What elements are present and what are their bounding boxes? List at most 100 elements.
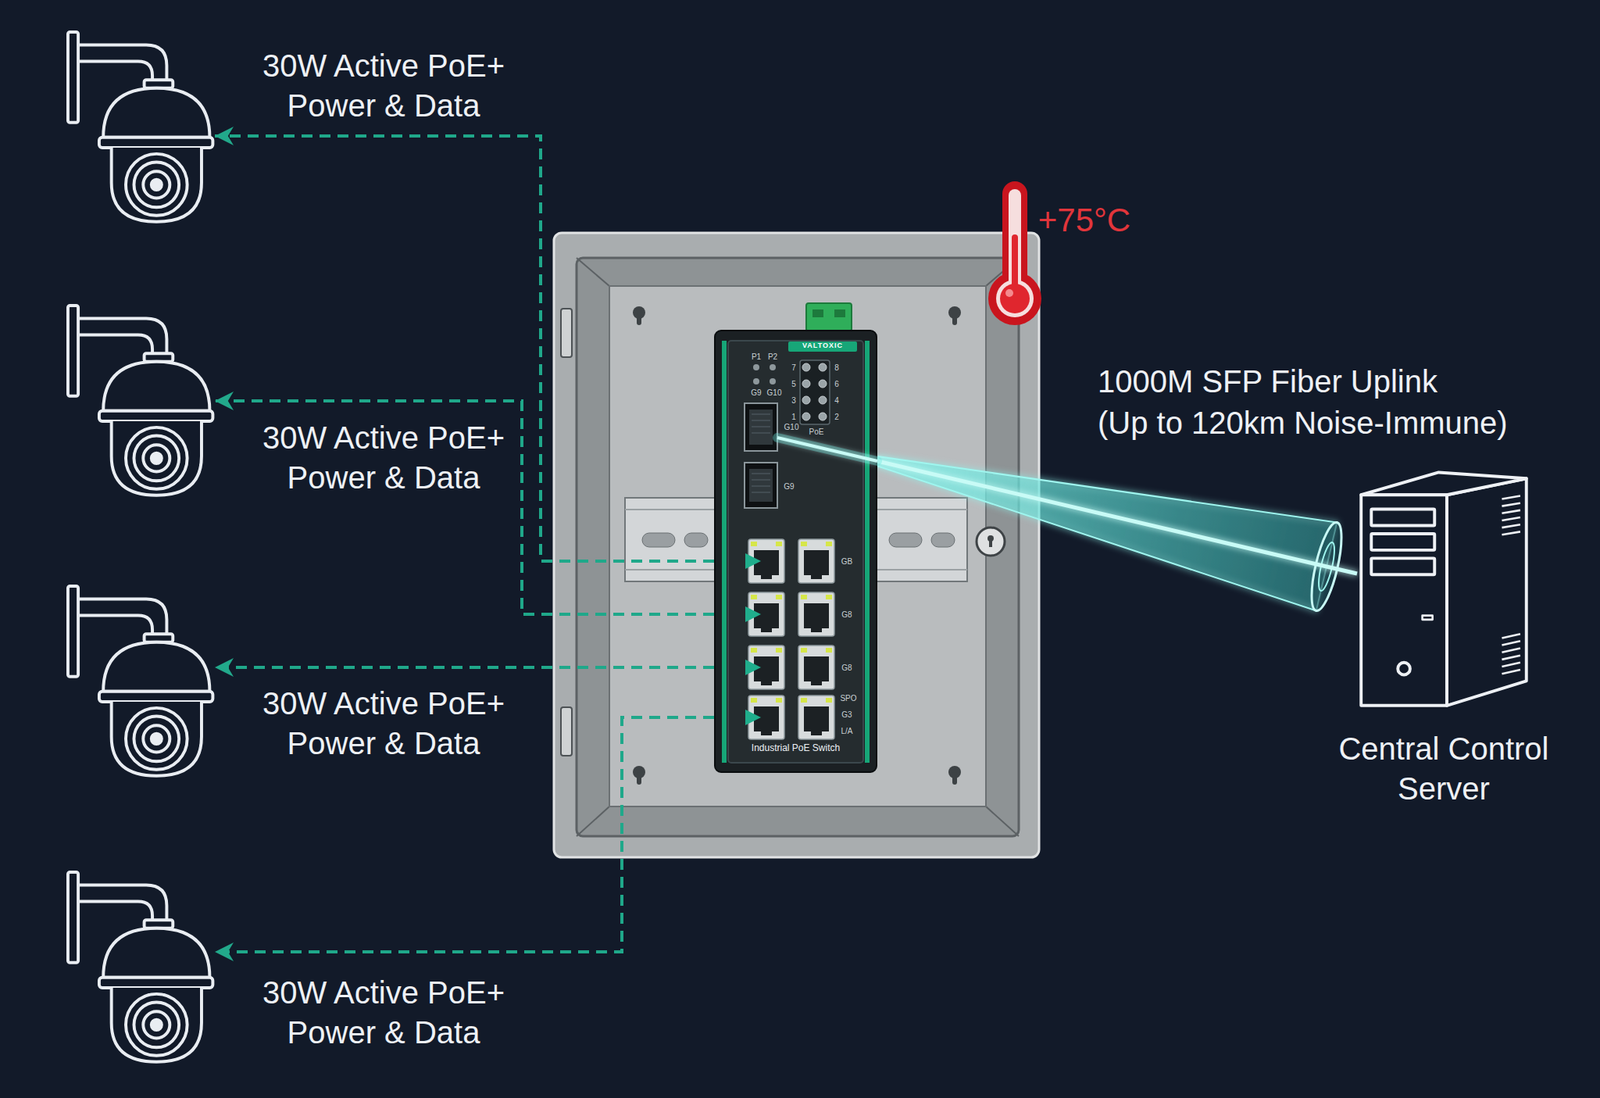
terminal-block: [806, 303, 852, 332]
mounting-keyhole: [636, 312, 642, 325]
status-led: [800, 360, 830, 425]
enclosure-box: [553, 232, 1040, 858]
server-tower: [1501, 662, 1521, 667]
port-label: 2: [834, 412, 840, 422]
ptz-camera-drawing: [66, 870, 215, 1066]
sfp-port: [751, 491, 771, 493]
rj45-port: [798, 645, 835, 690]
camera-outline: [133, 435, 179, 481]
camera-outline: [125, 707, 188, 770]
device-name: Industrial PoE Switch: [714, 742, 878, 754]
port-label: G9: [750, 388, 761, 397]
sfp-port: [751, 478, 771, 481]
switch-body: [788, 341, 858, 352]
device-label: 30W Active PoE+ Power & Data: [254, 683, 513, 764]
server-tower: [1501, 640, 1521, 645]
camera-outline: [111, 421, 202, 496]
rj45-port: [810, 573, 822, 579]
port-label: PoE: [809, 427, 825, 436]
camera-outline: [133, 715, 179, 761]
rj45-port: [810, 729, 822, 736]
port-label: G8: [841, 610, 852, 619]
server-tower: [1501, 531, 1521, 535]
server-tower: [1501, 633, 1521, 638]
status-led: [818, 379, 827, 388]
camera-outline: [77, 60, 153, 84]
rj45-port: [800, 541, 808, 547]
fiber-beam: [777, 437, 878, 461]
thermometer-icon: [1000, 283, 1030, 314]
rj45-port: [825, 541, 833, 547]
camera-outline: [67, 32, 213, 222]
camera-outline: [99, 977, 213, 988]
rj45-port: [750, 594, 758, 600]
enclosure-box: [553, 232, 1040, 858]
ptz-camera: 30W Active PoE+ Power & Data: [66, 870, 215, 1066]
poe-cable: [214, 135, 715, 561]
camera-outline: [77, 317, 167, 358]
rj45-port: [760, 626, 772, 633]
camera-outline: [103, 361, 210, 411]
rj45-port: [798, 695, 835, 740]
din-rail: [889, 532, 922, 547]
rj45-port: [800, 647, 808, 653]
enclosure-box: [576, 257, 610, 286]
wrap-spacer: [1476, 360, 1524, 393]
mounting-keyhole: [952, 771, 958, 785]
camera-outline: [125, 427, 188, 490]
enclosure-box: [576, 806, 610, 836]
camera-outline: [103, 642, 210, 692]
fiber-beam: [777, 437, 878, 461]
port-label: 8: [834, 363, 840, 372]
mounting-keyhole: [952, 312, 958, 325]
terminal-block: [806, 303, 852, 332]
fiber-tube: [876, 456, 1348, 614]
port-label: 3: [791, 396, 797, 405]
switch-body: [728, 340, 864, 763]
status-led: [802, 412, 811, 421]
device-label: 30W Active PoE+ Power & Data: [254, 46, 513, 126]
rj45-port: [775, 647, 783, 653]
door-lock: [976, 527, 1005, 556]
rj45-port: [775, 697, 783, 703]
camera-outline: [67, 871, 79, 963]
ptz-camera: 30W Active PoE+ Power & Data: [66, 30, 215, 226]
camera-outline: [111, 987, 202, 1062]
switch-body: [714, 330, 878, 772]
camera-outline: [67, 871, 213, 1062]
rj45-port: [760, 729, 772, 736]
camera-outline: [151, 1019, 162, 1030]
camera-outline: [151, 733, 162, 744]
din-rail: [931, 532, 955, 547]
rj45-port: [750, 697, 758, 703]
device-label: Central Control Server: [1310, 728, 1578, 809]
status-led: [802, 379, 811, 388]
port-label: G3: [841, 710, 852, 719]
switch-body: [714, 330, 877, 772]
server-tower: [1360, 471, 1527, 705]
rj45-port: [803, 550, 829, 575]
rj45-port: [760, 573, 772, 579]
server-tower: [1360, 494, 1447, 706]
camera-outline: [133, 161, 179, 208]
server-tower: [1446, 478, 1527, 705]
status-led: [818, 396, 827, 404]
port-label: 6: [834, 379, 840, 389]
rj45-port: [760, 679, 772, 686]
ptz-camera-drawing: [66, 30, 215, 226]
port-label: P1: [751, 352, 761, 361]
fiber-tube: [876, 456, 1338, 611]
sfp-port: [751, 472, 771, 475]
port-marker: [745, 553, 761, 569]
port-label: P2: [767, 352, 778, 361]
ptz-camera: 30W Active PoE+ Power & Data: [66, 584, 215, 780]
camera-outline: [77, 44, 167, 84]
port-label: 1: [791, 412, 797, 422]
server-tower: [1501, 496, 1521, 500]
camera-outline: [111, 147, 202, 222]
camera-outline: [99, 691, 213, 702]
status-led: [769, 378, 776, 385]
enclosure-box: [576, 257, 1019, 836]
sfp-port: [751, 485, 771, 487]
port-marker: [745, 709, 761, 725]
